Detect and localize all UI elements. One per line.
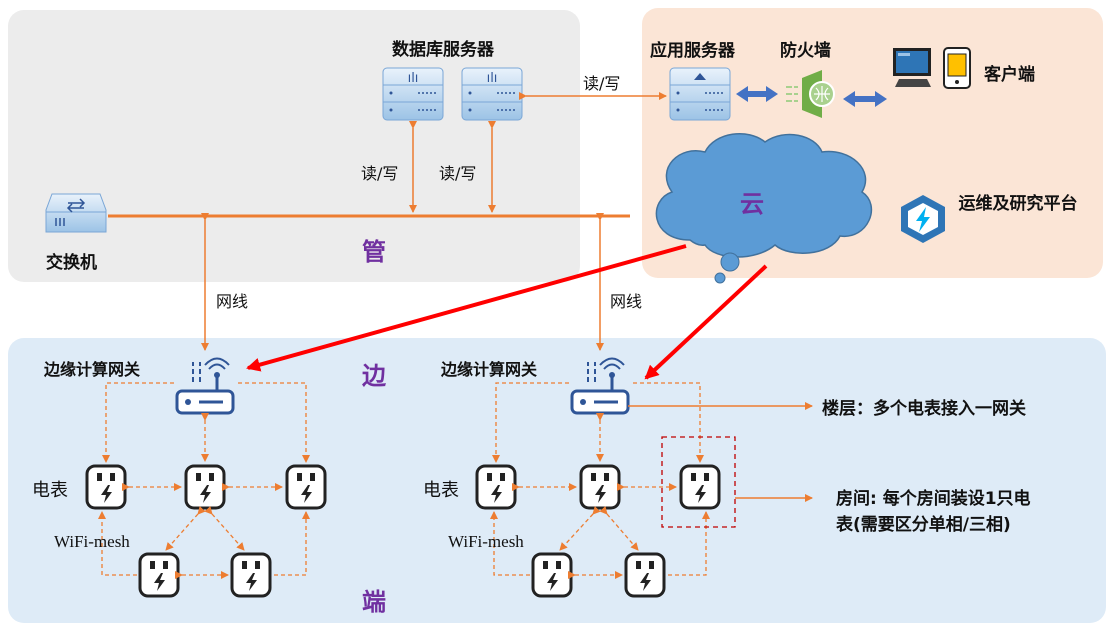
zone-label-duan: 端 [362, 588, 386, 616]
mesh-label-1: WiFi-mesh [54, 532, 130, 551]
computer-icon [893, 48, 931, 87]
rw-label-db1: 读/写 [361, 164, 399, 183]
platform-icon [901, 195, 945, 243]
meter-2-1 [475, 464, 517, 510]
zone-label-bian: 边 [362, 362, 386, 390]
db-server-label: 数据库服务器 [392, 40, 494, 60]
platform-label: 运维及研究平台 [958, 194, 1078, 214]
mesh-links-2 [490, 382, 710, 579]
gateway-label-2: 边缘计算网关 [441, 360, 538, 379]
mesh-links-1 [98, 382, 310, 579]
svg-text:ılı: ılı [487, 71, 498, 86]
cloud-shape [655, 133, 873, 284]
rw-label-app: 读/写 [583, 74, 621, 93]
blue-arrow-firewall-client [843, 91, 887, 107]
cloud-to-gateway-1-arrow [246, 244, 687, 372]
room-note-line1: 房间: 每个房间装设1只电 [836, 489, 1031, 509]
meter-2-5 [624, 552, 666, 598]
meter-2-4 [531, 552, 573, 598]
meter-1-1 [85, 464, 127, 510]
floor-note: 楼层：多个电表接入一网关 [822, 399, 1026, 419]
meter-label-1: 电表 [32, 480, 68, 501]
switch-label: 交换机 [46, 253, 97, 273]
zone-label-guan: 管 [362, 238, 386, 266]
room-meter-highlight [661, 436, 736, 528]
app-server-label: 应用服务器 [650, 41, 735, 61]
meter-1-4 [138, 552, 180, 598]
db-server-2: ılı [461, 67, 523, 121]
firewall-label: 防火墙 [780, 41, 831, 61]
cable-label-2: 网线 [610, 292, 643, 311]
meter-2-3 [679, 464, 721, 510]
zone-label-cloud: 云 [740, 190, 764, 218]
meter-2-2 [579, 464, 621, 510]
room-note-line2: 表(需要区分单相/三相) [836, 515, 1011, 535]
phone-icon [943, 47, 971, 89]
app-server [669, 67, 731, 121]
edge-device-zone [8, 338, 1106, 623]
switch-icon [45, 193, 107, 233]
cable-label-1: 网线 [216, 292, 249, 311]
gateway-label-1: 边缘计算网关 [44, 360, 141, 379]
cloud-to-gateway-2-arrow [644, 264, 768, 380]
db-server-1: ılı [382, 67, 444, 121]
meter-label-2: 电表 [423, 480, 459, 501]
meter-1-5 [230, 552, 272, 598]
rw-label-db2: 读/写 [439, 164, 477, 183]
svg-text:ılı: ılı [408, 71, 419, 86]
firewall-icon [786, 70, 835, 118]
meter-1-2 [184, 464, 226, 510]
management-zone [8, 10, 580, 282]
meter-1-3 [285, 464, 327, 510]
client-label: 客户端 [984, 65, 1035, 85]
blue-arrow-app-firewall [736, 86, 778, 102]
mesh-label-2: WiFi-mesh [448, 532, 524, 551]
